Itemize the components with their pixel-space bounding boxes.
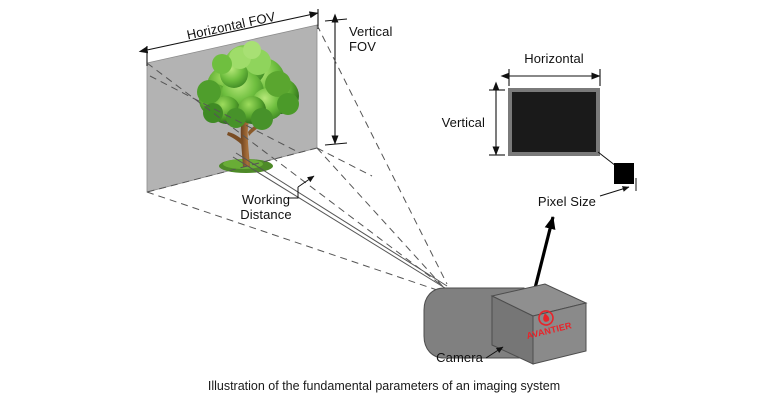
pixel-size-leader — [599, 186, 630, 197]
tree-illustration — [197, 41, 299, 173]
vertical-fov-label-line2: FOV — [349, 39, 376, 54]
tree-branch-left — [227, 132, 243, 145]
camera-label: Camera — [436, 350, 484, 365]
optical-rays — [146, 24, 448, 293]
image-sensor — [512, 92, 596, 152]
working-distance-arrow — [297, 175, 315, 188]
pixel-size-label: Pixel Size — [538, 194, 596, 209]
avantier-logo-flame — [543, 313, 550, 322]
working-distance-leader — [287, 187, 299, 199]
sensor-group: Horizontal Vertical — [442, 51, 637, 191]
working-distance-label-line1: Working — [242, 192, 290, 207]
avantier-logo-ring — [538, 310, 554, 326]
sensor-vertical-dimension: Vertical — [442, 81, 505, 156]
ray-top-right — [316, 24, 448, 285]
pixel-connector-line — [597, 151, 617, 167]
working-distance-label-line2: Distance — [240, 207, 291, 222]
plane-diagonal-guide — [149, 75, 297, 152]
optical-axis-line-a — [232, 156, 446, 289]
camera-callout: Camera — [436, 346, 504, 365]
ray-bottom-right — [316, 147, 447, 291]
sensor-horizontal-label: Horizontal — [524, 51, 584, 66]
ray-bottom-left — [146, 191, 444, 293]
ray-top-left — [146, 62, 445, 288]
single-pixel — [614, 163, 634, 184]
sensor-vertical-label: Vertical — [442, 115, 485, 130]
vertical-fov-dimension: Vertical FOV — [324, 13, 392, 146]
vertical-fov-tick-top — [324, 18, 348, 22]
sensor-horizontal-dimension: Horizontal — [500, 51, 601, 86]
vertical-fov-tick-bottom — [324, 142, 348, 146]
ground-guide-right — [316, 147, 373, 177]
camera-leader-line — [485, 346, 504, 359]
horizontal-fov-arrow — [138, 11, 319, 54]
optical-axis-line-b — [235, 152, 448, 287]
vertical-fov-label-line1: Vertical — [349, 24, 392, 39]
plane-base-edge — [146, 147, 318, 193]
tree-canopy — [197, 41, 299, 130]
working-distance-callout: Working Distance — [240, 175, 315, 222]
fov-plane-group — [146, 24, 318, 193]
figure-caption: Illustration of the fundamental paramete… — [208, 379, 560, 393]
